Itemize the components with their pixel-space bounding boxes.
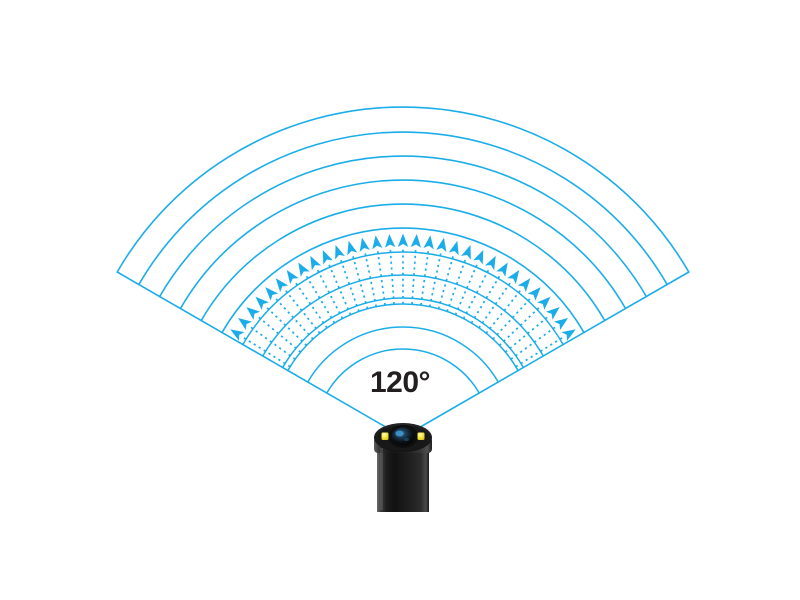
fov-ray [389, 247, 395, 305]
fov-arc-outer-4 [179, 179, 627, 310]
fov-arrow [261, 283, 279, 301]
camera-led-left [381, 432, 389, 440]
fov-arrow [293, 259, 310, 277]
fov-arrow [243, 303, 261, 320]
fov-arc-outer-6 [221, 227, 585, 334]
fov-arc-inner-3 [326, 348, 480, 394]
fov-ray [428, 250, 443, 307]
fov-ray [256, 315, 302, 353]
fov-arrow [461, 243, 476, 260]
fov-arrow [484, 253, 501, 271]
camera-lens-secondary-glint [404, 437, 409, 442]
fov-arc-outer-1 [116, 106, 690, 273]
fov-ray [327, 262, 352, 316]
fov-arrow [410, 233, 422, 248]
fov-band-arcs [242, 251, 564, 369]
fov-ray [485, 288, 523, 334]
fov-ray [510, 325, 558, 360]
fov-ray [315, 267, 344, 319]
fov-ray [515, 335, 565, 368]
fov-arrow [234, 313, 252, 331]
fov-arrow [507, 267, 524, 285]
fov-ray [420, 248, 430, 306]
camera-lens-glint [395, 430, 404, 437]
fov-arrow [423, 234, 436, 250]
fov-arrow [554, 313, 572, 331]
fov-arrow [561, 324, 579, 341]
fov-ray [339, 257, 360, 312]
fov-ray [248, 325, 296, 360]
fov-arrow [330, 243, 345, 260]
fov-arrow [537, 293, 555, 310]
fov-ray [241, 335, 291, 368]
fov-arc-outer-2 [138, 131, 668, 286]
fov-angle-label: 120° [369, 366, 431, 399]
fov-ray [492, 296, 533, 340]
fov-arrow [305, 253, 322, 271]
fov-arrow [517, 274, 535, 292]
fov-arc-outer-3 [158, 155, 648, 298]
fov-arrow [397, 233, 409, 247]
fov-ray [273, 296, 314, 340]
fov-arrow [282, 267, 299, 285]
fov-arrow [384, 233, 396, 248]
fov-ray [264, 305, 308, 346]
fov-arrow [436, 236, 450, 252]
camera-device [374, 423, 432, 512]
fov-ray [376, 248, 386, 306]
fov-arrow [527, 283, 545, 301]
fov-arc-inner-2 [307, 326, 499, 383]
fov-inner-arcs [287, 303, 519, 394]
camera-lens [391, 427, 415, 446]
fov-arc-band-1 [242, 251, 564, 346]
fov-arrow [473, 247, 489, 265]
fov-arrow [370, 234, 383, 250]
fov-ray [498, 305, 542, 346]
fov-ray [304, 273, 336, 324]
fov-ray [411, 247, 417, 305]
fov-arrow [448, 239, 463, 256]
fov-ray [363, 250, 378, 307]
fov-arc-band-2 [261, 274, 545, 357]
fov-beam-group [116, 106, 690, 438]
fov-ray [351, 253, 369, 310]
camera-led-right [417, 432, 425, 440]
fov-arrow [356, 236, 370, 252]
fov-ray [293, 280, 328, 329]
camera-body [377, 446, 429, 512]
fov-ray [504, 315, 550, 353]
fov-ray [437, 253, 455, 310]
fov-ray [478, 280, 513, 329]
fov-arrow [545, 303, 563, 320]
fov-arrow [343, 239, 358, 256]
fov-arrow [227, 324, 245, 341]
fov-arrow [271, 274, 289, 292]
fov-ray [446, 257, 467, 312]
fov-ray [470, 273, 502, 324]
camera-body-highlight [380, 448, 383, 510]
fov-ray [283, 288, 321, 334]
fov-arc-outer-5 [200, 203, 606, 322]
fov-ray [462, 267, 491, 319]
fov-arrow [317, 247, 333, 265]
fov-arc-inner-1 [287, 303, 519, 372]
fov-arrow [496, 259, 513, 277]
fov-boundary-edges [116, 271, 690, 438]
fov-arrow [251, 293, 269, 310]
fov-ray [454, 262, 479, 316]
fov-dotted-rays [241, 247, 565, 368]
fov-outer-arcs [116, 106, 690, 334]
